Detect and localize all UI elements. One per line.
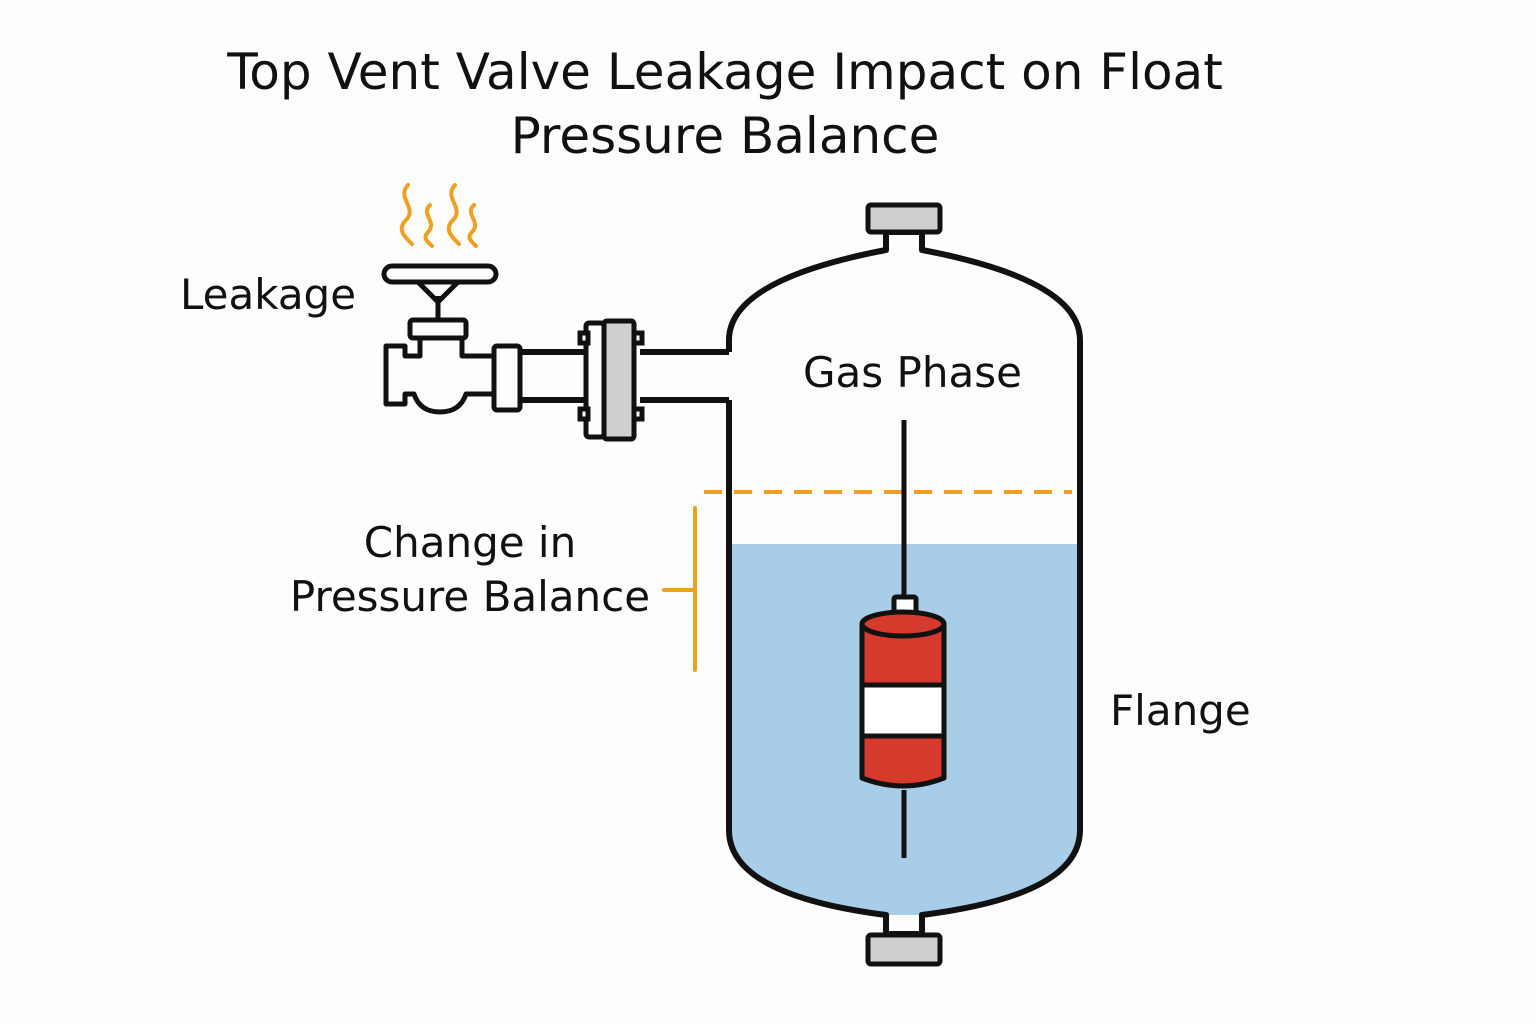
wavy-fumes-icon (399, 183, 478, 248)
pressure-change-label-line-2: Pressure Balance (289, 572, 651, 621)
gas-phase-label: Gas Phase (803, 348, 1022, 397)
diagram-title: Top Vent Valve Leakage Impact on Float P… (140, 40, 1310, 168)
pressure-change-label: Change in Pressure Balance (270, 516, 670, 624)
top-nozzle-flange (865, 202, 943, 235)
pipe-flange (577, 318, 645, 442)
gate-valve-icon (381, 263, 499, 415)
title-line-1: Top Vent Valve Leakage Impact on Float (227, 43, 1223, 101)
title-line-2: Pressure Balance (510, 107, 940, 165)
bottom-nozzle-flange (865, 932, 943, 967)
pressure-change-label-line-1: Change in (363, 518, 577, 567)
valve-coupling (491, 343, 523, 413)
vent-pipe (520, 349, 729, 403)
vessel-body (726, 229, 1083, 937)
leakage-label: Leakage (180, 270, 357, 319)
cylindrical-float-icon (859, 594, 947, 789)
change-bracket (662, 506, 697, 672)
flange-label: Flange (1110, 686, 1251, 735)
